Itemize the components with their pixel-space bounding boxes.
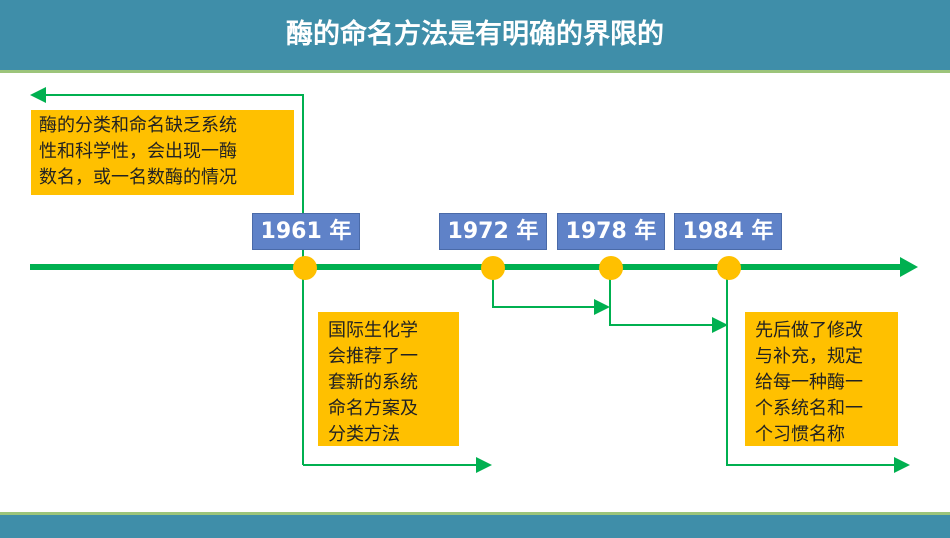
- year-1961: 1961 年: [252, 213, 360, 250]
- connector-1972: [492, 267, 610, 315]
- title-bar: 酶的命名方法是有明确的界限的: [0, 0, 950, 73]
- note-line: 会推荐了一: [328, 346, 418, 367]
- note-line: 数名，或一名数酶的情况: [39, 167, 237, 188]
- marker-1972: [481, 256, 505, 280]
- connector-1984: [726, 267, 910, 473]
- note-line: 酶的分类和命名缺乏系统: [39, 115, 237, 136]
- note-1984: 先后做了修改 与补充，规定 给每一种酶一 个系统名和一 个习惯名称: [745, 312, 898, 446]
- note-line: 个习惯名称: [755, 424, 845, 445]
- note-before-1961: 酶的分类和命名缺乏系统 性和科学性，会出现一酶 数名，或一名数酶的情况: [31, 110, 294, 195]
- year-1984: 1984 年: [674, 213, 782, 250]
- year-1972: 1972 年: [439, 213, 547, 250]
- note-line: 与补充，规定: [755, 346, 863, 367]
- note-line: 性和科学性，会出现一酶: [39, 141, 237, 162]
- connector-before: [30, 87, 304, 465]
- footer-bar: [0, 512, 950, 538]
- note-line: 国际生化学: [328, 320, 418, 341]
- slide-title: 酶的命名方法是有明确的界限的: [286, 19, 664, 50]
- marker-1978: [599, 256, 623, 280]
- note-line: 先后做了修改: [755, 320, 863, 341]
- note-1961: 国际生化学 会推荐了一 套新的系统 命名方案及 分类方法: [318, 312, 459, 446]
- note-line: 分类方法: [328, 424, 400, 445]
- note-line: 套新的系统: [328, 372, 418, 393]
- marker-1984: [717, 256, 741, 280]
- connector-1978: [609, 267, 728, 333]
- note-line: 个系统名和一: [755, 398, 863, 419]
- year-1978: 1978 年: [557, 213, 665, 250]
- marker-1961: [293, 256, 317, 280]
- note-line: 给每一种酶一: [755, 372, 863, 393]
- note-line: 命名方案及: [328, 398, 418, 419]
- timeline-arrowhead: [900, 257, 918, 277]
